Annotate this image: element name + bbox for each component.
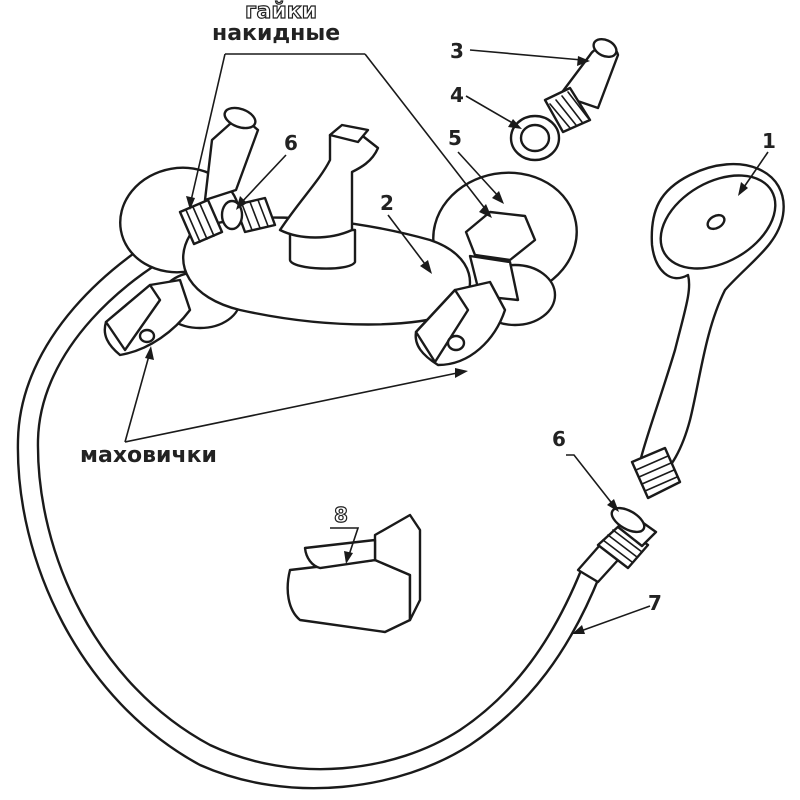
handles-arrow-right bbox=[455, 368, 468, 378]
left-handle bbox=[103, 278, 192, 357]
nuts-arrow-right bbox=[479, 204, 492, 218]
nuts-arrow-left bbox=[186, 196, 195, 210]
nuts-leader bbox=[189, 53, 491, 216]
callout-6-top-arrow bbox=[236, 196, 247, 210]
shower-hose bbox=[16, 220, 602, 790]
gasket-bottom bbox=[610, 506, 646, 534]
callout-8: 8 bbox=[334, 503, 348, 527]
callout-2-leader bbox=[387, 214, 429, 269]
callout-4-arrow bbox=[508, 119, 522, 129]
mixer-body bbox=[181, 123, 472, 326]
callout-1-arrow bbox=[738, 182, 748, 196]
hose-nut-top bbox=[178, 198, 224, 246]
callout-4: 4 bbox=[450, 83, 464, 107]
callout-4-leader bbox=[465, 95, 517, 126]
wall-bracket bbox=[286, 513, 422, 634]
callout-2-arrow bbox=[420, 260, 432, 274]
callout-5: 5 bbox=[448, 126, 462, 150]
right-handle bbox=[414, 280, 507, 367]
callout-7-arrow bbox=[572, 625, 585, 634]
callout-6-top-leader bbox=[239, 154, 287, 205]
callout-5-arrow bbox=[492, 191, 504, 204]
callout-3-arrow bbox=[577, 56, 590, 66]
callout-5-leader bbox=[457, 151, 501, 199]
callout-3-leader bbox=[469, 49, 583, 61]
callout-6-bottom-arrow bbox=[607, 499, 619, 512]
callout-8-arrow bbox=[344, 551, 353, 564]
callout-1-leader bbox=[741, 151, 769, 191]
callout-6-top: 6 bbox=[284, 131, 298, 155]
callout-6-bottom: 6 bbox=[552, 427, 566, 451]
eccentric-3 bbox=[543, 37, 620, 134]
callout-6-bottom-leader bbox=[566, 454, 615, 507]
callout-7-leader bbox=[577, 605, 651, 633]
decorative-ring-4 bbox=[509, 114, 561, 162]
callout-2: 2 bbox=[380, 191, 394, 215]
callout-1: 1 bbox=[762, 129, 776, 153]
callout-8-leader bbox=[330, 527, 360, 559]
handles-arrow-left bbox=[145, 346, 154, 360]
nuts-label-line1: гайки bbox=[245, 0, 317, 24]
callout-7: 7 bbox=[648, 591, 662, 615]
handles-label: маховички bbox=[80, 443, 217, 468]
callout-3: 3 bbox=[450, 39, 464, 63]
union-nut-right bbox=[464, 210, 537, 302]
left-eccentric-pipe bbox=[203, 106, 260, 202]
handshower bbox=[630, 162, 785, 500]
nuts-label-line2: накидные bbox=[212, 21, 340, 46]
handles-leader bbox=[124, 351, 463, 443]
